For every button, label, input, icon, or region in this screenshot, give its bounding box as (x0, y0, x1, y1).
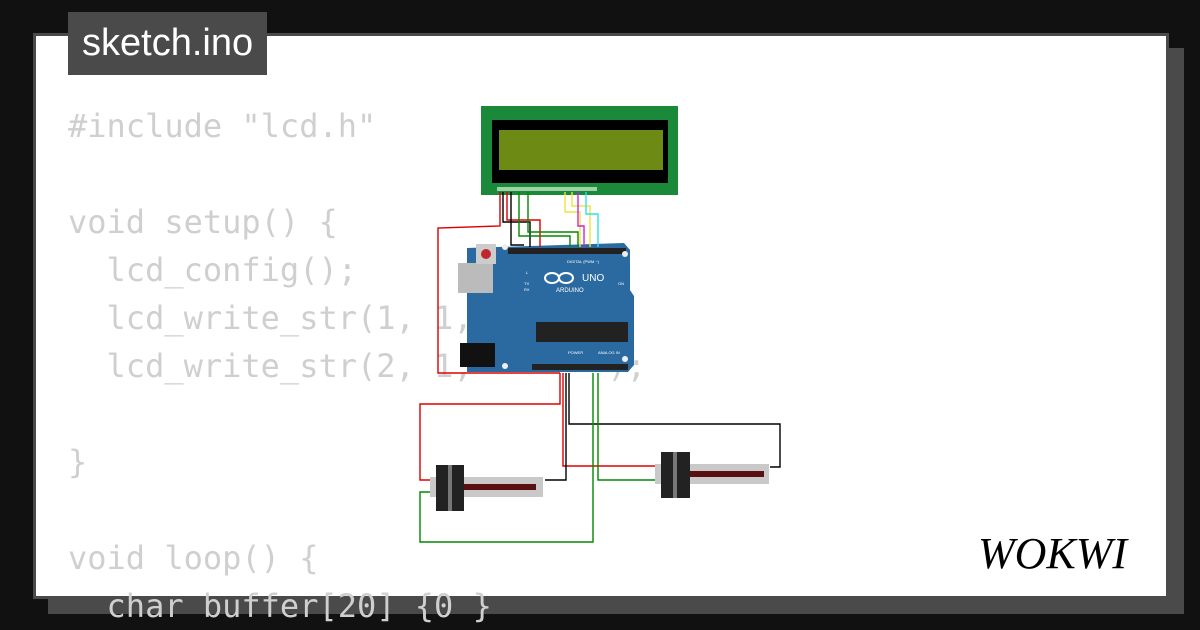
board-name-label: UNO (582, 273, 604, 284)
l-led-label: L (526, 270, 529, 275)
wires (419, 192, 781, 543)
wokwi-logo: WOKWI (978, 529, 1129, 578)
code-line: void loop() { (68, 539, 319, 577)
code-line: void setup() { (68, 203, 338, 241)
rx-led-label: RX (524, 287, 530, 292)
on-led-label: ON (618, 281, 624, 286)
code-line: lcd_config(); (68, 251, 357, 289)
analog-header-label: ANALOG IN (598, 350, 620, 355)
code-line: char buffer[20] {0 } (68, 587, 492, 625)
usb-port (458, 263, 493, 293)
atmega-chip (536, 322, 628, 342)
slide-potentiometer-2[interactable] (655, 452, 769, 498)
digital-header-label: DIGITAL (PWM ~) (567, 259, 600, 264)
board-brand-label: ARDUINO (556, 288, 584, 294)
file-tab[interactable]: sketch.ino (68, 12, 268, 75)
code-line: } (68, 443, 88, 481)
power-jack (460, 343, 495, 367)
arduino-uno-board[interactable]: UNO ARDUINO DIGITAL (PWM ~) POWER ANALOG… (458, 243, 634, 372)
code-line: lcd_write_str(1, 1, (68, 299, 492, 337)
power-header-label: POWER (568, 350, 583, 355)
lcd-display[interactable] (481, 106, 678, 195)
wokwi-logo-text: WOKWI (978, 529, 1129, 578)
code-preview: #include "lcd.h" void setup() { lcd_conf… (68, 102, 646, 630)
code-line: #include "lcd.h" (68, 107, 377, 145)
slide-potentiometer-1[interactable] (430, 465, 543, 511)
tx-led-label: TX (524, 281, 529, 286)
code-line: lcd_write_str(2, 1, ); (68, 347, 646, 385)
